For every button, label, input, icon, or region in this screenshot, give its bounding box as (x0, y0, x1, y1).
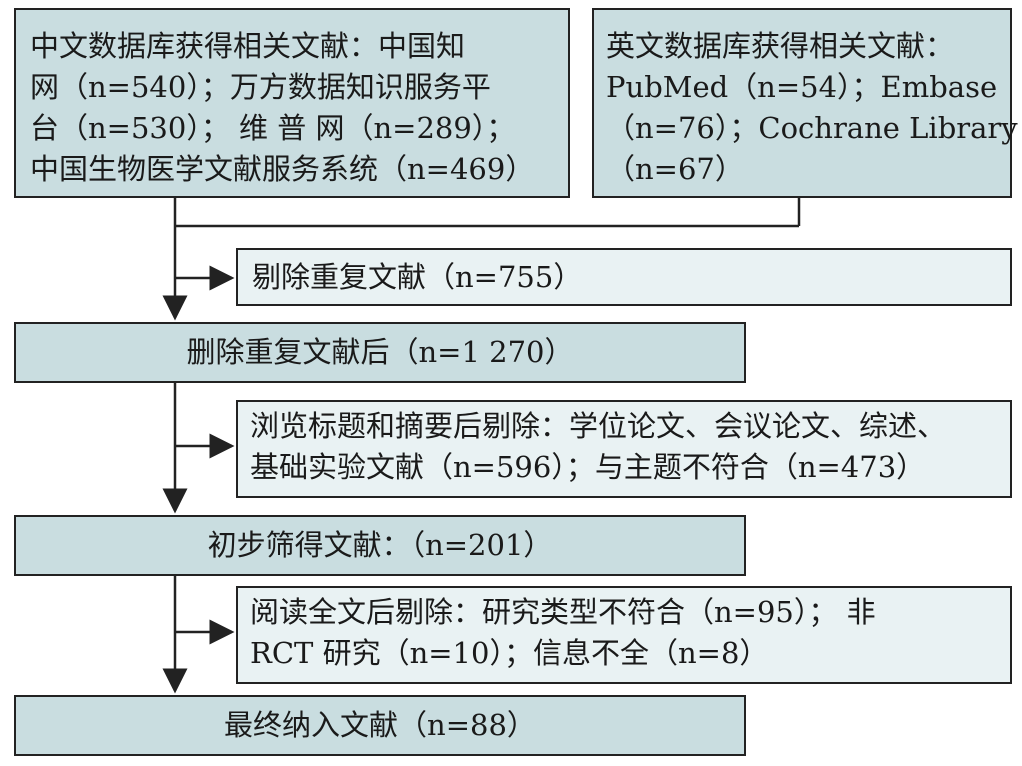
chinese-line-4: 中国生物医学文献服务系统（n=469） (30, 152, 535, 186)
chinese-line-1: 中文数据库获得相关文献：中国知 (30, 29, 466, 63)
exclude-fulltext-line-2: RCT 研究（n=10）；信息不全（n=8） (250, 636, 769, 670)
final-included-text: 最终纳入文献（n=88） (224, 708, 536, 742)
exclude-duplicates-box: 剔除重复文献（n=755） (236, 248, 1012, 306)
english-line-1: 英文数据库获得相关文献： (606, 29, 955, 63)
exclude-screening-box: 浏览标题和摘要后剔除：学位论文、会议论文、综述、 基础实验文献（n=596）；与… (236, 400, 1012, 498)
exclude-screening-line-1: 浏览标题和摘要后剔除：学位论文、会议论文、综述、 (250, 409, 947, 443)
chinese-line-3: 台（n=530）； 维 普 网（n=289）； (30, 111, 516, 145)
exclude-fulltext-line-1: 阅读全文后剔除：研究类型不符合（n=95）； 非 (250, 595, 876, 629)
initial-screen-text: 初步筛得文献：（n=201） (207, 528, 553, 562)
english-line-4: （n=67） (606, 152, 744, 186)
english-database-box: 英文数据库获得相关文献： PubMed（n=54）；Embase （n=76）；… (592, 8, 1018, 198)
exclude-screening-line-2: 基础实验文献（n=596）；与主题不符合（n=473） (250, 450, 926, 484)
chinese-line-2: 网（n=540）；万方数据知识服务平 (30, 70, 491, 104)
exclude-fulltext-box: 阅读全文后剔除：研究类型不符合（n=95）； 非 RCT 研究（n=10）；信息… (236, 586, 1012, 684)
final-included-box: 最终纳入文献（n=88） (14, 695, 746, 756)
chinese-database-box: 中文数据库获得相关文献：中国知 网（n=540）；万方数据知识服务平 台（n=5… (14, 8, 570, 198)
exclude-duplicates-text: 剔除重复文献（n=755） (252, 259, 583, 294)
english-line-2: PubMed（n=54）；Embase (606, 70, 998, 104)
initial-screen-box: 初步筛得文献：（n=201） (14, 515, 746, 576)
after-dedup-text: 删除重复文献后（n=1 270） (186, 335, 574, 369)
english-line-3: （n=76）；Cochrane Library (606, 111, 1018, 145)
after-dedup-box: 删除重复文献后（n=1 270） (14, 322, 746, 383)
